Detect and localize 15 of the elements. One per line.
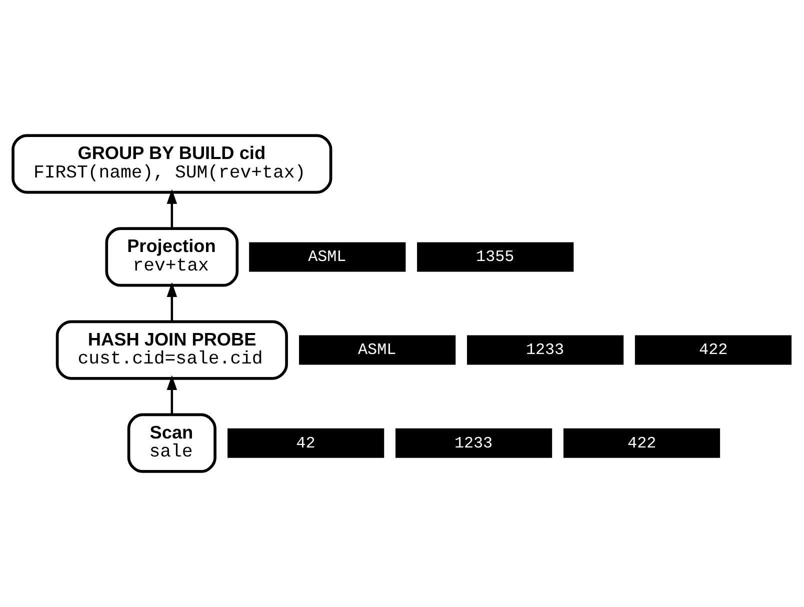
node-box: Scan sale: [127, 413, 216, 473]
node-box: 42: [228, 428, 384, 458]
node-box: HASH JOIN PROBE cust.cid=sale.cid: [56, 320, 288, 380]
node-box: ASML: [299, 335, 456, 365]
node-box: Projection rev+tax: [105, 227, 239, 287]
node-box: GROUP BY BUILD cid FIRST(name), SUM(rev+tax): [12, 134, 332, 194]
node-box: 1233: [395, 428, 552, 458]
arrow: [166, 282, 178, 322]
arrow: [166, 189, 178, 229]
node-box: 422: [634, 335, 792, 365]
node-box: 1355: [417, 242, 574, 272]
arrow: [166, 375, 178, 415]
node-box: 422: [563, 428, 720, 458]
node-box: ASML: [249, 242, 406, 272]
node-box: 1233: [466, 335, 624, 365]
